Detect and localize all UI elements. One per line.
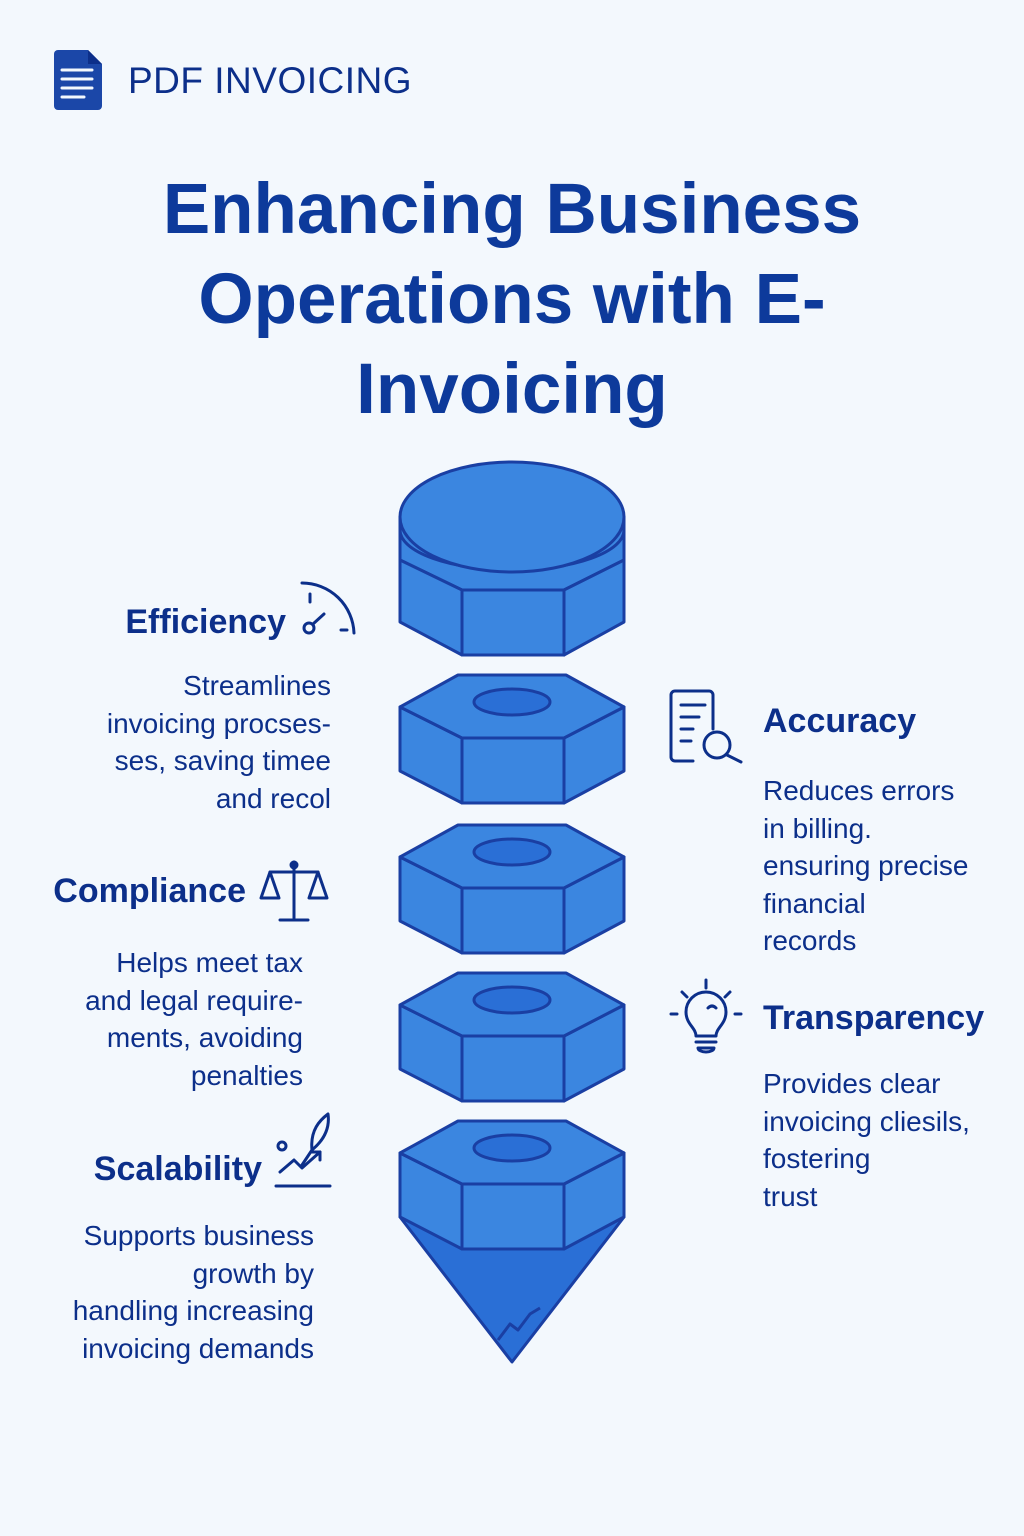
description-line: invoicing cliesils, bbox=[763, 1105, 970, 1137]
title-line: Invoicing bbox=[356, 350, 668, 429]
description-line: fostering bbox=[763, 1143, 871, 1174]
description-line: Supports business bbox=[83, 1220, 314, 1251]
description-line: trust bbox=[763, 1180, 818, 1212]
description-line: penalties bbox=[190, 1059, 303, 1091]
growth-chart-icon bbox=[274, 1112, 332, 1188]
description-line: ensuring precise bbox=[763, 850, 969, 881]
nut-hole bbox=[472, 985, 552, 1015]
description-line: and legal require- bbox=[85, 984, 303, 1016]
transparency-title: Transparency bbox=[763, 999, 985, 1037]
accuracy-description: Reduces errors in billing. ensuring prec… bbox=[763, 772, 968, 960]
hex-face-right bbox=[562, 558, 626, 657]
description-line: invoicing procses- bbox=[106, 707, 331, 739]
description-line: and recol bbox=[215, 782, 331, 814]
accuracy-title: Accuracy bbox=[763, 702, 917, 740]
lightbulb-icon bbox=[669, 978, 743, 1054]
description-line: Provides clear bbox=[763, 1068, 941, 1099]
nut-hole bbox=[472, 1133, 552, 1163]
nut-face-front bbox=[460, 1034, 566, 1103]
page-title: Enhancing Business Operations with E- In… bbox=[0, 165, 1024, 435]
scalability-description: Supports business growth by handling inc… bbox=[73, 1217, 314, 1367]
scalability-title: Scalability bbox=[93, 1150, 262, 1188]
compliance-description: Helps meet tax and legal require- ments,… bbox=[85, 944, 303, 1094]
description-line: records bbox=[763, 925, 857, 956]
scales-icon bbox=[259, 860, 329, 922]
transparency-description: Provides clear invoicing cliesils, foste… bbox=[763, 1065, 970, 1215]
title-line: Enhancing Business bbox=[162, 170, 862, 249]
nut-hole bbox=[472, 687, 552, 717]
brand-name: PDF INVOICING bbox=[128, 60, 413, 101]
speedometer-icon bbox=[300, 581, 356, 635]
efficiency-title: Efficiency bbox=[125, 603, 286, 641]
description-line: Reduces errors bbox=[763, 775, 955, 806]
description-line: handling increasing bbox=[72, 1295, 314, 1326]
description-line: Streamlines bbox=[183, 670, 331, 701]
description-line: in billing. bbox=[763, 812, 872, 844]
nut-face-front bbox=[460, 886, 566, 955]
nut-face-front bbox=[460, 1182, 566, 1251]
nut-face-front bbox=[460, 736, 566, 805]
cone-crack bbox=[496, 1306, 541, 1341]
compliance-title: Compliance bbox=[53, 872, 246, 910]
efficiency-description: Streamlines invoicing procses- ses, savi… bbox=[107, 667, 331, 817]
description-line: ments, avoiding bbox=[106, 1022, 303, 1053]
document-icon bbox=[54, 50, 102, 110]
description-line: Helps meet tax bbox=[116, 947, 303, 978]
title-line: Operations with E- bbox=[198, 260, 826, 339]
description-line: invoicing demands bbox=[82, 1332, 314, 1364]
description-line: financial bbox=[763, 887, 866, 919]
description-line: growth by bbox=[192, 1257, 314, 1289]
cylinder-top bbox=[398, 460, 626, 574]
document-search-icon bbox=[669, 689, 743, 764]
hex-face-front bbox=[460, 588, 566, 657]
description-line: ses, saving timee bbox=[114, 745, 331, 776]
nut-hole bbox=[472, 837, 552, 867]
